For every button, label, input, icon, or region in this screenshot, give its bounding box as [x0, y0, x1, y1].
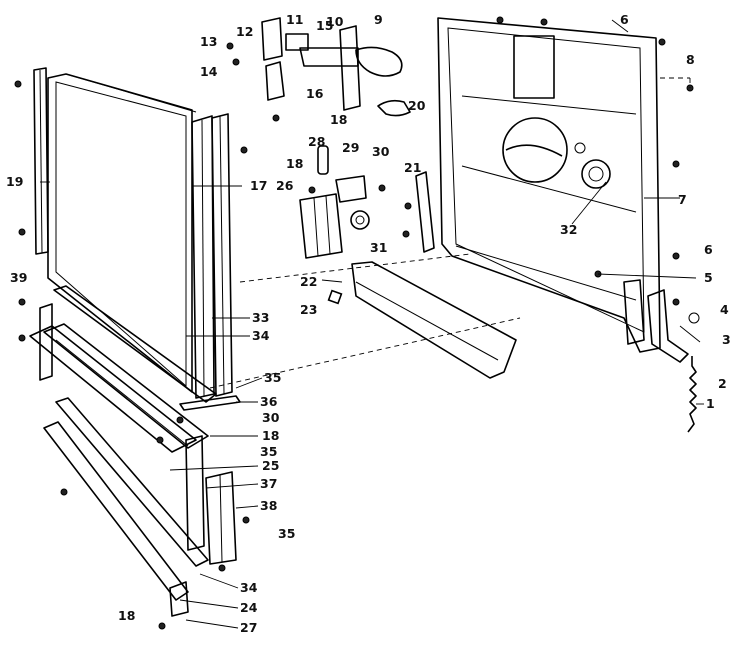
right-trim-strip: [191, 115, 215, 399]
callout-18-left: 18: [262, 428, 279, 443]
callout-4: 4: [720, 302, 729, 317]
callout-31: 31: [370, 240, 387, 255]
callout-18-upper: 18: [330, 112, 347, 127]
callout-18-mid: 18: [286, 156, 303, 171]
screws: [14, 16, 694, 630]
callout-33: 33: [252, 310, 269, 325]
callout-39: 39: [10, 270, 27, 285]
callout-8: 8: [686, 52, 695, 67]
callout-34-upper: 34: [252, 328, 270, 343]
callout-26: 26: [276, 178, 294, 193]
callout-5: 5: [704, 270, 713, 285]
callout-21: 21: [404, 160, 421, 175]
callout-3: 3: [722, 332, 731, 347]
callout-6-top: 6: [620, 12, 629, 27]
left-trim-strip: [33, 67, 49, 255]
callout-11: 11: [286, 12, 303, 27]
callout-22: 22: [300, 274, 317, 289]
lower-bracket-39: [39, 303, 53, 381]
callout-36: 36: [260, 394, 278, 409]
callout-37: 37: [260, 476, 277, 491]
callout-27: 27: [240, 620, 257, 635]
kick-plate-upper: [29, 323, 209, 453]
callout-30-lower: 30: [262, 410, 280, 425]
side-rail: [211, 113, 233, 397]
callout-29: 29: [342, 140, 359, 155]
latch-assembly: [226, 17, 411, 117]
callout-10: 10: [326, 14, 344, 29]
callout-labels: 1 2 3 4 5 6 6 7 8 9 10 11 12 13 14 15 16…: [6, 12, 731, 635]
callout-34-lower: 34: [240, 580, 258, 595]
callout-2: 2: [718, 376, 727, 391]
callout-19: 19: [6, 174, 23, 189]
callout-32: 32: [560, 222, 577, 237]
callout-25: 25: [262, 458, 279, 473]
callout-23: 23: [300, 302, 317, 317]
kick-plate-lower: [43, 397, 209, 617]
callout-9: 9: [374, 12, 383, 27]
callout-38: 38: [260, 498, 277, 513]
callout-24: 24: [240, 600, 258, 615]
callout-30-upper: 30: [372, 144, 390, 159]
callout-12: 12: [236, 24, 253, 39]
callout-7: 7: [678, 192, 687, 207]
callout-35-lower: 35: [278, 526, 295, 541]
door-panel: [47, 73, 197, 393]
callout-15: 15: [316, 18, 333, 33]
hinge-spring: [647, 289, 700, 433]
callout-17: 17: [250, 178, 267, 193]
control-parts: [299, 145, 435, 259]
leader-lines: [40, 19, 704, 629]
inner-door-liner: [437, 17, 661, 353]
callout-35-mid: 35: [260, 444, 277, 459]
callout-18-bottom: 18: [118, 608, 135, 623]
callout-16: 16: [306, 86, 324, 101]
callout-6-lower: 6: [704, 242, 713, 257]
alignment-lines: [209, 77, 691, 389]
callout-1: 1: [706, 396, 715, 411]
callout-13: 13: [200, 34, 217, 49]
callout-20: 20: [408, 98, 426, 113]
handle-trim-22: [351, 261, 517, 379]
callout-14: 14: [200, 64, 218, 79]
vertical-bracket-pair: [185, 435, 237, 565]
callout-35-upper: 35: [264, 370, 281, 385]
callout-28: 28: [308, 134, 325, 149]
